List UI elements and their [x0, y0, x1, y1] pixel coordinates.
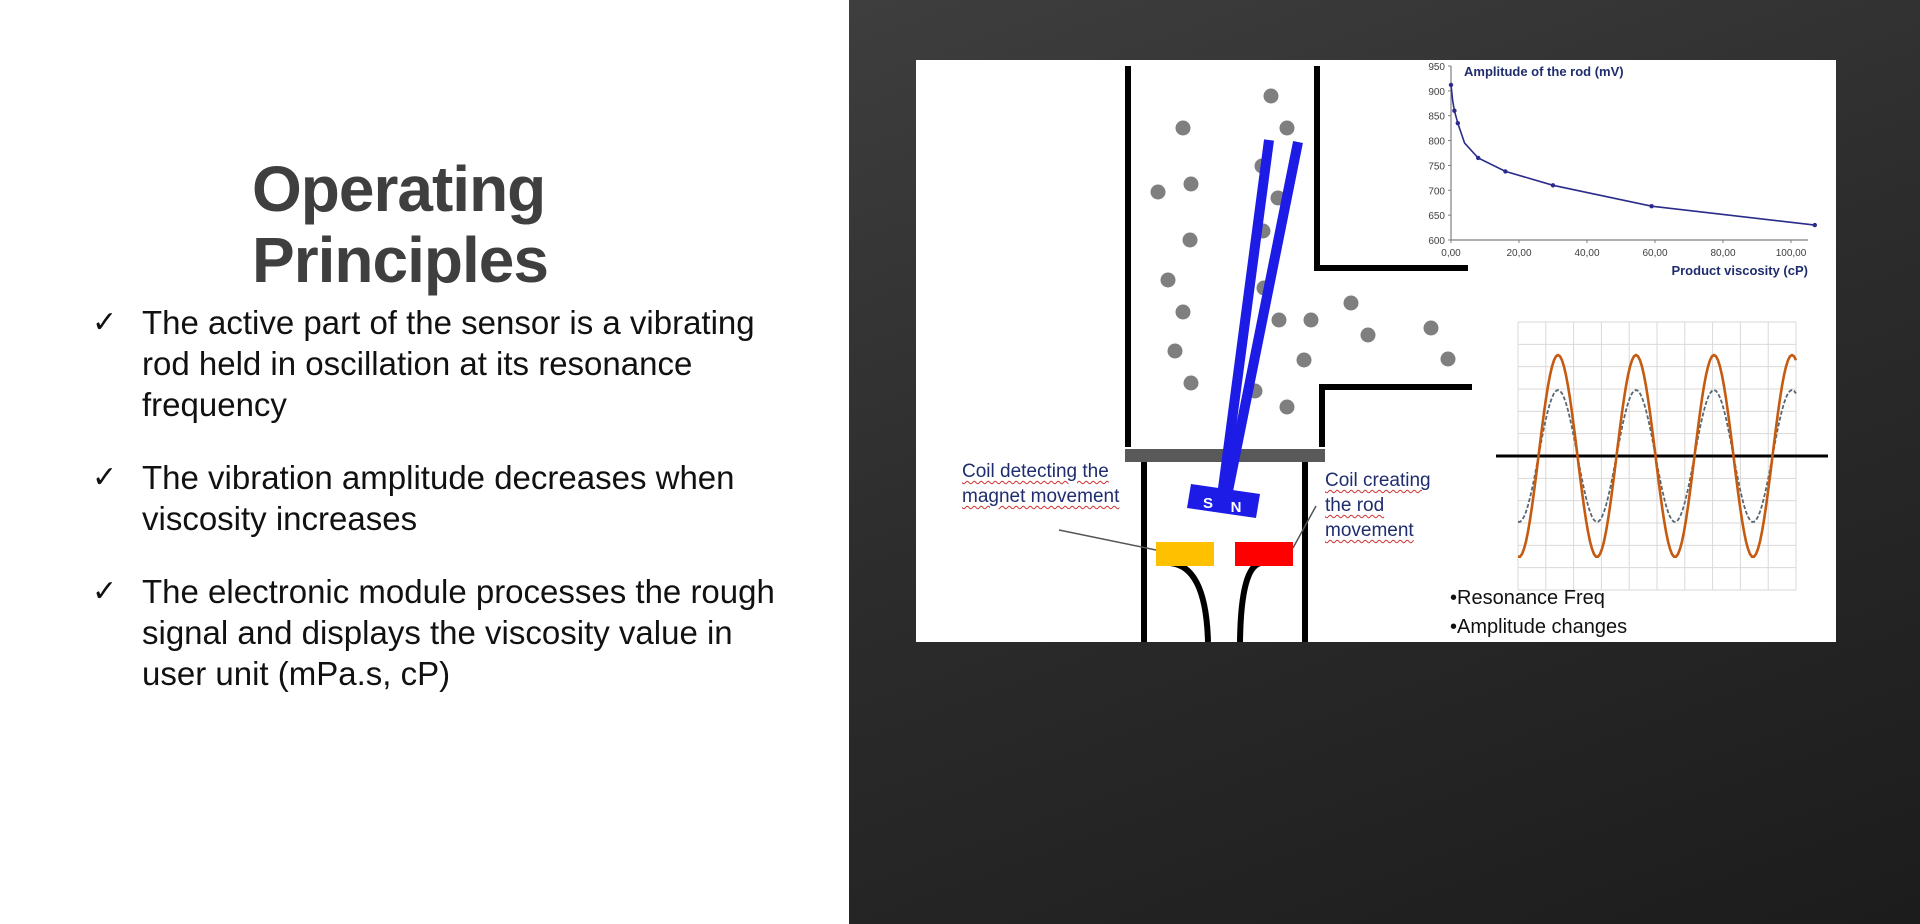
chart-x-ticks: 0,00 20,00 40,00 60,00 80,00 100,00 [1441, 240, 1807, 259]
title-line: Operating [252, 153, 546, 225]
y-tick-label: 950 [1428, 62, 1445, 73]
x-tick-label: 40,00 [1574, 248, 1599, 259]
amplitude-chart: 600 650 700 750 800 850 900 950 0,00 20,00 40,00 6… [1428, 62, 1817, 278]
note-amplitude: •Amplitude changes [1450, 616, 1628, 638]
bullet-text: The electronic module processes the roug… [142, 573, 775, 692]
particle [1160, 272, 1176, 288]
bullet-item: ✓ The electronic module processes the ro… [92, 571, 792, 694]
particle [1182, 232, 1198, 248]
amplitude-series-line [1450, 84, 1815, 226]
data-point [1550, 183, 1556, 188]
particle [1303, 312, 1319, 328]
x-tick-label: 100,00 [1776, 248, 1807, 259]
magnet [1187, 484, 1260, 518]
particle [1183, 375, 1199, 391]
y-tick-label: 700 [1428, 186, 1445, 197]
chart-title: Amplitude of the rod (mV) [1464, 64, 1624, 79]
x-tick-label: 20,00 [1506, 248, 1531, 259]
y-tick-label: 900 [1428, 87, 1445, 98]
coil-detecting-block [1156, 542, 1214, 566]
data-point [1476, 155, 1481, 161]
sensor-diagram: S N 600 650 700 750 800 850 900 950 0,00 20,00 40… [916, 60, 1836, 642]
slide-title: Operating Principles [252, 154, 672, 296]
bullet-list: ✓ The active part of the sensor is a vib… [92, 302, 792, 694]
data-point [1503, 169, 1508, 174]
check-icon: ✓ [92, 574, 118, 609]
coil-wire-right [1237, 560, 1262, 642]
rod-position-left [1217, 139, 1274, 497]
particle [1167, 343, 1183, 359]
particle [1175, 120, 1191, 136]
check-icon: ✓ [92, 305, 118, 340]
particle [1279, 399, 1295, 415]
label-line: Coil detecting the [962, 461, 1109, 482]
y-tick-label: 650 [1428, 211, 1445, 222]
vibrating-rod [1187, 139, 1303, 518]
coil-wire-left [1169, 560, 1211, 642]
fluid-particles [1150, 88, 1456, 415]
y-tick-label: 850 [1428, 112, 1445, 123]
chamber-walls [1125, 66, 1472, 447]
label-coil-creating: Coil creating the rod movement [1325, 468, 1431, 543]
title-line: Principles [252, 224, 549, 296]
y-tick-label: 800 [1428, 137, 1445, 148]
particle [1440, 351, 1456, 367]
particle [1423, 320, 1439, 336]
oscillation-plot [1496, 321, 1828, 591]
particle [1150, 184, 1166, 200]
particle [1279, 120, 1295, 136]
magnet-north: N [1231, 499, 1242, 516]
data-point [1452, 108, 1457, 113]
particle [1175, 304, 1191, 320]
text-panel: Operating Principles ✓ The active part o… [0, 0, 849, 924]
housing-walls [1141, 462, 1308, 642]
bullet-text: The vibration amplitude decreases when v… [142, 459, 735, 537]
particle [1271, 312, 1287, 328]
x-tick-label: 80,00 [1710, 248, 1735, 259]
particle [1343, 295, 1359, 311]
chart-y-ticks: 600 650 700 750 800 850 900 950 [1428, 62, 1451, 247]
data-point [1812, 222, 1817, 228]
coil-creating-block [1235, 542, 1293, 566]
coil-detecting-leader [1058, 529, 1157, 551]
magnet-south: S [1203, 495, 1213, 512]
bullet-item: ✓ The vibration amplitude decreases when… [92, 457, 792, 539]
coil-wires [1169, 560, 1262, 642]
label-line: Coil creating [1325, 470, 1431, 491]
note-resonance: •Resonance Freq [1450, 587, 1605, 609]
y-tick-label: 750 [1428, 161, 1445, 172]
y-tick-label: 600 [1428, 236, 1445, 247]
label-line: magnet movement [962, 486, 1120, 507]
x-tick-label: 0,00 [1441, 248, 1461, 259]
amplitude-series-points [1448, 82, 1817, 228]
particle [1296, 352, 1312, 368]
data-point [1455, 120, 1460, 126]
resonance-notes: •Resonance Freq •Amplitude changes [1450, 584, 1627, 642]
data-point [1649, 203, 1654, 209]
chamber-right-wall-upper [1314, 66, 1468, 271]
chart-x-label: Product viscosity (cP) [1671, 263, 1808, 278]
bullet-text: The active part of the sensor is a vibra… [142, 304, 755, 423]
particle [1360, 327, 1376, 343]
label-line: the rod [1325, 495, 1385, 516]
particle [1263, 88, 1279, 104]
check-icon: ✓ [92, 460, 118, 495]
chamber-right-wall-lower [1319, 384, 1472, 447]
wave-large-amplitude [1518, 353, 1798, 558]
rod-position-right [1222, 141, 1303, 497]
x-tick-label: 60,00 [1642, 248, 1667, 259]
data-point [1448, 82, 1454, 88]
label-coil-detecting: Coil detecting the magnet movement [962, 459, 1119, 509]
label-line: movement [1325, 520, 1414, 541]
coil-creating-leader [1292, 505, 1317, 549]
particle [1183, 176, 1199, 192]
sensor-drawing: S N 600 650 700 750 800 850 900 950 0,00 20,00 40… [1058, 62, 1828, 642]
bullet-item: ✓ The active part of the sensor is a vib… [92, 302, 792, 425]
